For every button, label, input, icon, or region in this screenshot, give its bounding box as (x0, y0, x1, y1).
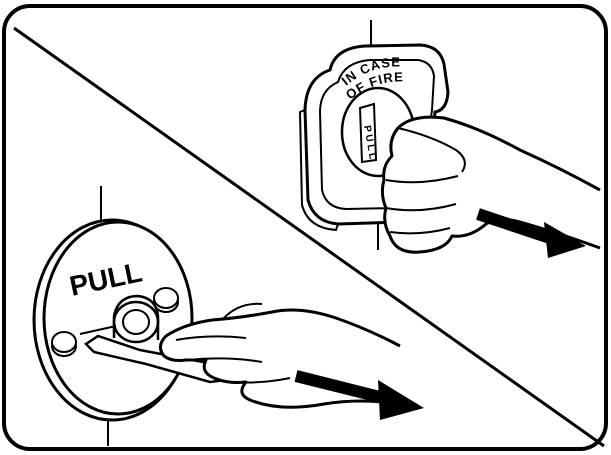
lower-hand-finger-2 (187, 357, 263, 363)
panel-divider-line (13, 26, 605, 448)
upper-panel: P U L L IN CASE OF FIRE (298, 20, 601, 258)
arrow-right-down-icon (294, 370, 424, 420)
pull-handle-in-recess (358, 102, 378, 164)
lower-hand-finger-3 (231, 377, 291, 384)
lower-hand-thumb (221, 302, 263, 321)
arrow-right-down-icon (476, 208, 586, 258)
lower-panel: PULL (32, 186, 424, 446)
lower-hand-finger-1 (175, 335, 247, 341)
upper-hand-finger-2 (385, 203, 457, 212)
pull-lever-rod (79, 325, 117, 335)
pull-cylinder (112, 294, 160, 344)
upper-hand-thumb (397, 127, 466, 173)
upper-hand (380, 115, 601, 254)
pull-station-side (298, 109, 339, 232)
stud-top-right (153, 287, 179, 313)
upper-hand-finger-1 (385, 175, 459, 184)
stud-left (51, 331, 77, 357)
upper-hand-finger-3 (389, 227, 451, 235)
